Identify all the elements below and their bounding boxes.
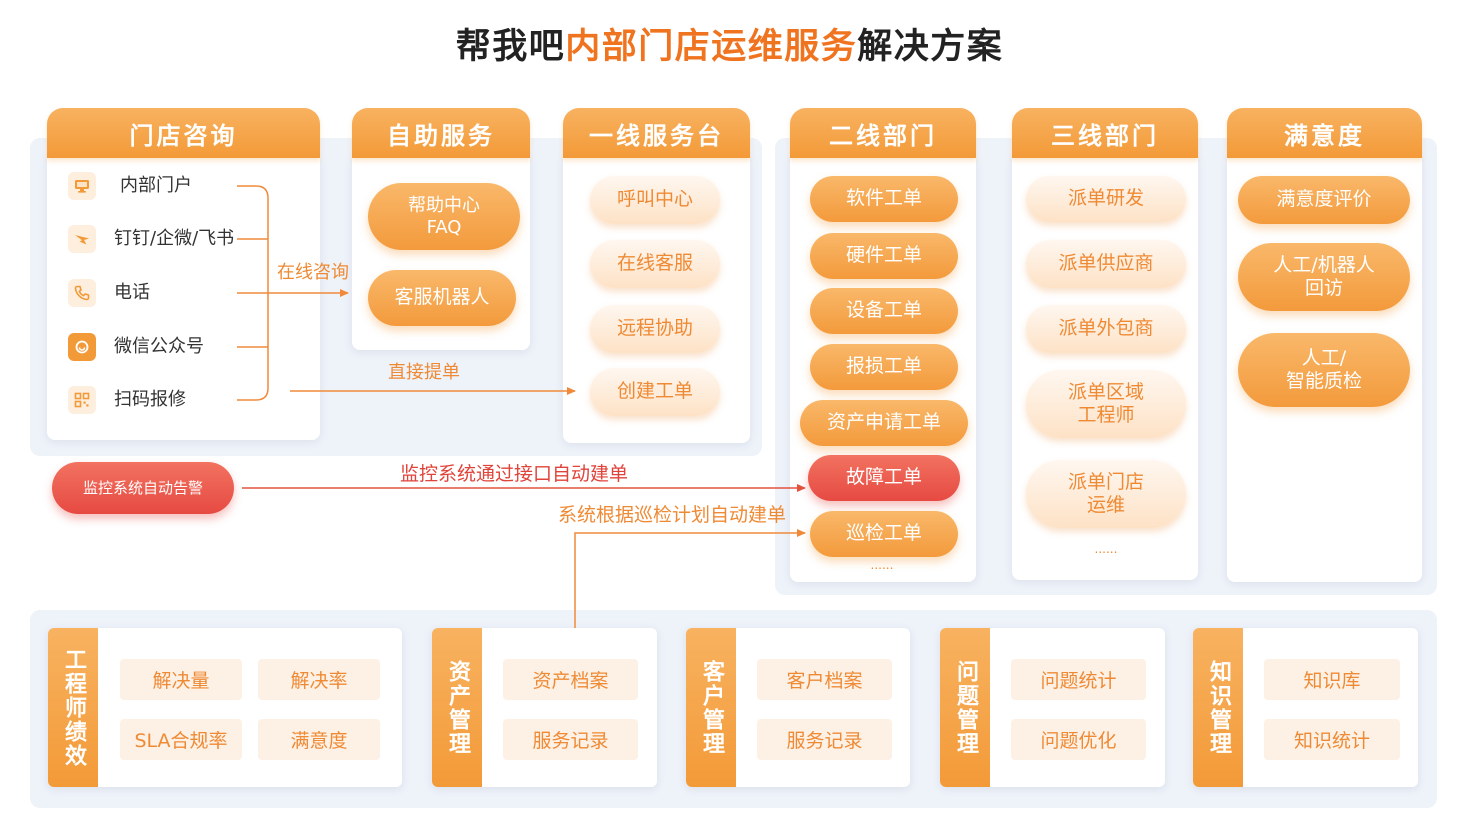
- module-engineer-performance: 工程师绩效 解决量 解决率 SLA合规率 满意度: [48, 628, 402, 787]
- third-line-item-store-ops: 派单门店 运维: [1026, 460, 1186, 528]
- satisfaction-item-rating: 满意度评价: [1238, 176, 1410, 224]
- online-consult-label: 在线咨询: [277, 262, 349, 283]
- consult-item-phone: 电话: [114, 282, 150, 303]
- module-item-service-records: 服务记录: [503, 719, 638, 760]
- qr-code-icon: [68, 386, 96, 414]
- second-line-item-hardware: 硬件工单: [810, 233, 958, 279]
- front-desk-item-create-ticket: 创建工单: [590, 368, 720, 416]
- phone-icon: [68, 279, 96, 307]
- module-item-resolved-count: 解决量: [120, 659, 242, 700]
- module-title-strip: 资产管理: [432, 628, 482, 787]
- module-title-strip: 知识管理: [1193, 628, 1243, 787]
- satisfaction-item-callback: 人工/机器人 回访: [1238, 243, 1410, 311]
- module-item-customer-records: 客户档案: [757, 659, 892, 700]
- front-desk-item-online-service: 在线客服: [590, 240, 720, 288]
- front-desk-header: 一线服务台: [563, 108, 750, 158]
- module-item-resolution-rate: 解决率: [258, 659, 380, 700]
- direct-ticket-label: 直接提单: [388, 362, 460, 383]
- module-title: 工程师绩效: [61, 647, 86, 768]
- module-asset-management: 资产管理 资产档案 服务记录: [432, 628, 657, 787]
- module-title: 知识管理: [1206, 659, 1231, 756]
- module-item-asset-records: 资产档案: [503, 659, 638, 700]
- module-item-satisfaction: 满意度: [258, 719, 380, 760]
- second-line-item-inspection: 巡检工单: [810, 511, 958, 557]
- dingtalk-icon: [68, 225, 96, 253]
- second-line-item-fault: 故障工单: [808, 455, 960, 501]
- title-highlight: 内部门店运维服务: [565, 27, 858, 67]
- module-problem-management: 问题管理 问题统计 问题优化: [940, 628, 1165, 787]
- self-service-header: 自助服务: [352, 108, 530, 158]
- module-title-strip: 问题管理: [940, 628, 990, 787]
- title-suffix: 解决方案: [857, 27, 1004, 67]
- self-service-item-help-center: 帮助中心 FAQ: [368, 183, 520, 250]
- module-item-service-records: 服务记录: [757, 719, 892, 760]
- third-line-header: 三线部门: [1012, 108, 1198, 158]
- satisfaction-header: 满意度: [1227, 108, 1422, 158]
- module-item-problem-stats: 问题统计: [1011, 659, 1146, 700]
- third-line-item-regional-engineer: 派单区域 工程师: [1026, 370, 1186, 438]
- front-desk-item-call-center: 呼叫中心: [590, 176, 720, 224]
- consult-item-wechat: 微信公众号: [114, 336, 204, 357]
- wechat-official-icon: [68, 333, 96, 361]
- module-item-knowledge-base: 知识库: [1264, 659, 1400, 700]
- third-line-item-rd: 派单研发: [1026, 176, 1186, 222]
- second-line-header: 二线部门: [790, 108, 976, 158]
- module-title: 问题管理: [953, 659, 978, 756]
- monitor-icon: [68, 172, 96, 200]
- title-prefix: 帮我吧: [455, 27, 566, 67]
- module-knowledge-management: 知识管理 知识库 知识统计: [1193, 628, 1418, 787]
- monitor-auto-label: 监控系统通过接口自动建单: [400, 463, 629, 485]
- module-title: 资产管理: [445, 659, 470, 756]
- inspection-auto-label: 系统根据巡检计划自动建单: [558, 504, 787, 526]
- second-line-more: ......: [870, 558, 894, 572]
- consult-item-portal: 内部门户: [120, 175, 192, 196]
- satisfaction-item-quality-check: 人工/ 智能质检: [1238, 333, 1410, 407]
- second-line-item-damage: 报损工单: [810, 344, 958, 390]
- module-customer-management: 客户管理 客户档案 服务记录: [686, 628, 910, 787]
- consult-item-qr-repair: 扫码报修: [114, 389, 186, 410]
- module-item-problem-optimize: 问题优化: [1011, 719, 1146, 760]
- third-line-item-outsourcer: 派单外包商: [1026, 305, 1186, 353]
- consult-item-im-apps: 钉钉/企微/飞书: [114, 228, 235, 249]
- third-line-more: ......: [1094, 542, 1118, 556]
- monitoring-alert-pill: 监控系统自动告警: [52, 462, 234, 514]
- second-line-item-device: 设备工单: [810, 288, 958, 334]
- third-line-item-supplier: 派单供应商: [1026, 240, 1186, 288]
- front-desk-item-remote-assist: 远程协助: [590, 305, 720, 353]
- module-item-knowledge-stats: 知识统计: [1264, 719, 1400, 760]
- module-title-strip: 客户管理: [686, 628, 736, 787]
- self-service-item-chatbot: 客服机器人: [368, 270, 516, 326]
- page-title: 帮我吧内部门店运维服务解决方案: [0, 24, 1459, 70]
- module-item-sla-compliance: SLA合规率: [120, 719, 242, 760]
- module-title-strip: 工程师绩效: [48, 628, 98, 787]
- second-line-item-software: 软件工单: [810, 176, 958, 222]
- module-title: 客户管理: [699, 659, 724, 756]
- consult-header: 门店咨询: [47, 108, 320, 158]
- second-line-item-asset-request: 资产申请工单: [800, 400, 968, 446]
